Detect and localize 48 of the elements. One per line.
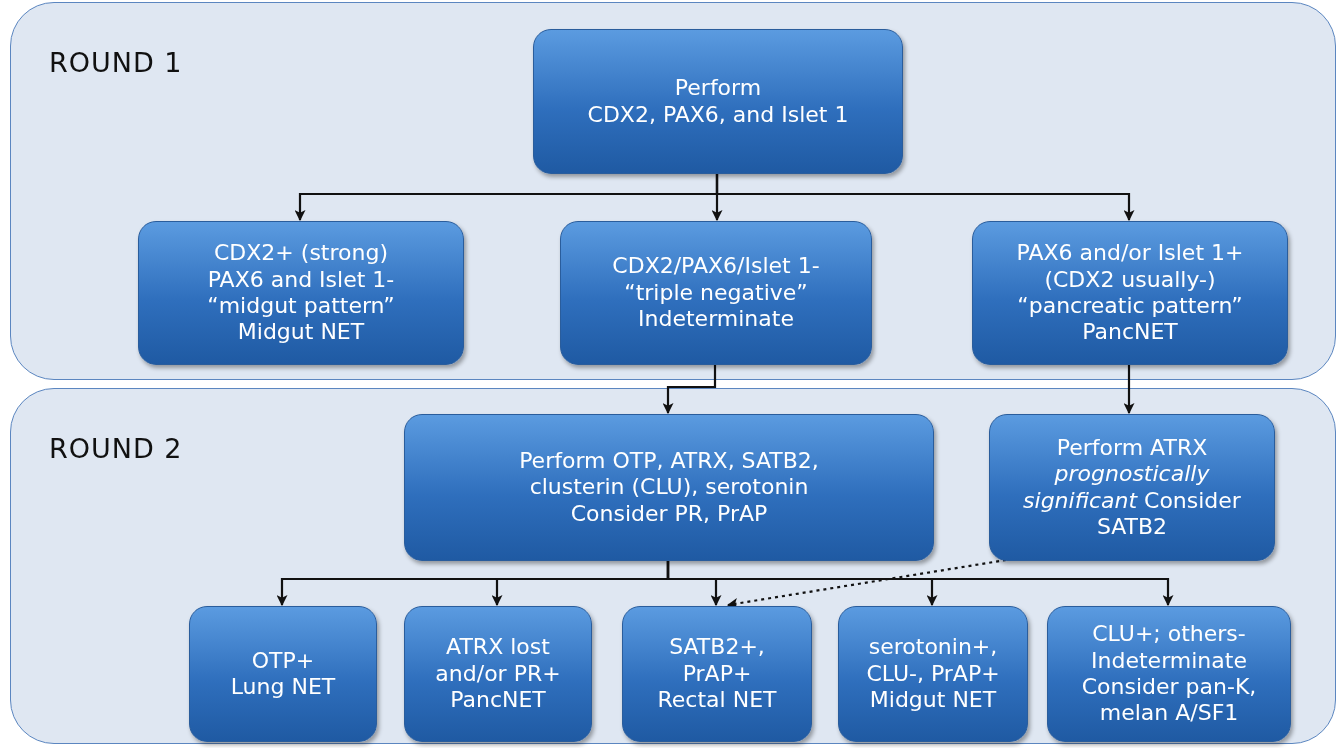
box-text: “triple negative” — [624, 279, 808, 307]
process-box — [138, 221, 464, 365]
box-text: CDX2/PAX6/Islet 1- — [612, 253, 820, 280]
box-text: PancNET — [1082, 319, 1178, 346]
process-box — [560, 221, 872, 365]
arrow — [726, 558, 1007, 609]
box-text: CDX2, PAX6, and Islet 1 — [587, 101, 849, 128]
box-text: PAX6 and/or Islet 1+ — [1016, 240, 1244, 267]
box-text: Midgut NET — [869, 687, 997, 714]
round-band — [10, 2, 1336, 380]
box-text: OTP+ — [251, 647, 315, 674]
box-text: Indeterminate — [1091, 647, 1247, 674]
box-text: PAX6 and Islet 1- — [207, 266, 395, 293]
box-text: “pancreatic pattern” — [1017, 293, 1243, 320]
process-box — [972, 221, 1288, 365]
arrow — [666, 560, 1174, 607]
box-text: serotonin+, CLU-, PrAP+ — [865, 634, 1001, 688]
box-text: “midgut pattern” — [207, 293, 395, 320]
process-box — [404, 606, 592, 742]
box-text: Consider pan-K, melan A/SF1 — [1080, 674, 1258, 727]
box-text: Midgut NET — [237, 319, 365, 346]
process-box — [1047, 606, 1291, 742]
box-text: Lung NET — [230, 674, 336, 701]
process-box — [838, 606, 1028, 742]
process-box — [533, 29, 903, 174]
box-text: Perform ATRX prognostically significant Consider SATB2 — [1022, 434, 1242, 541]
box-text: clusterin (CLU), serotonin — [529, 474, 809, 501]
round-band — [10, 388, 1336, 744]
band-heading: ROUND 1 — [49, 47, 183, 78]
box-text: Perform — [674, 75, 762, 102]
box-text: Indeterminate — [638, 306, 794, 333]
process-box — [622, 606, 812, 742]
arrow — [715, 173, 1135, 222]
box-text: CDX2+ (strong) — [214, 240, 388, 267]
process-box — [189, 606, 377, 742]
arrow — [1123, 364, 1135, 415]
box-text: (CDX2 usually-) — [1044, 266, 1216, 293]
box-text: CLU+; others- — [1092, 621, 1246, 648]
box-text: ATRX lost and/or PR+ — [434, 634, 562, 688]
arrow — [662, 364, 717, 415]
box-text: Perform OTP, ATRX, SATB2, — [519, 447, 819, 475]
box-text: Rectal NET — [657, 687, 777, 714]
box-text: Consider PR, PrAP — [570, 500, 768, 528]
box-text: PancNET — [450, 687, 546, 714]
box-text: SATB2+, PrAP+ — [668, 634, 766, 688]
process-box — [989, 414, 1275, 561]
band-heading: ROUND 2 — [49, 433, 183, 464]
process-box — [404, 414, 934, 561]
